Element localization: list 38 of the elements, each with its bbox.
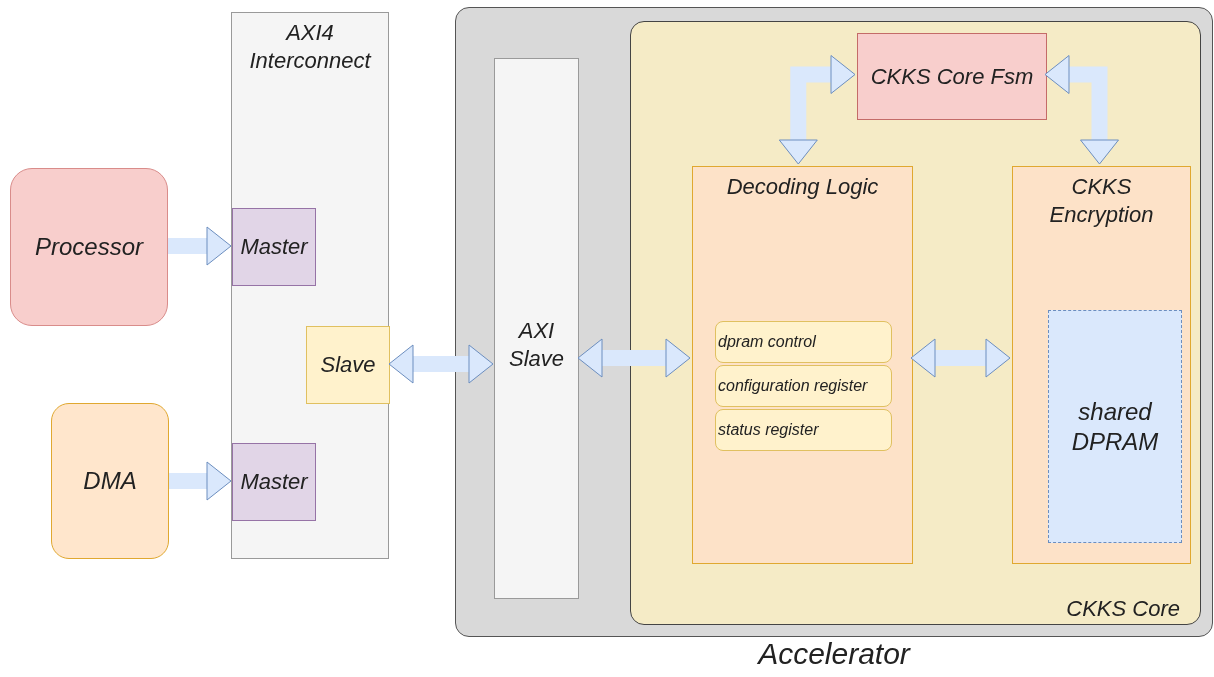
slave-port — [306, 326, 390, 404]
register-label: dpram control — [718, 332, 817, 352]
dpram-box — [1048, 310, 1182, 543]
box-label: CKKS Encryption — [1048, 173, 1155, 228]
interconnect-panel — [231, 12, 389, 559]
box-label: Master — [239, 468, 310, 496]
box-label: Slave — [319, 351, 377, 379]
register-box — [715, 321, 892, 363]
double-arrow — [577, 338, 691, 378]
register-label: status register — [718, 420, 820, 440]
double-arrow — [1044, 55, 1119, 165]
register-label: configuration register — [718, 376, 869, 396]
decoding-logic-panel — [692, 166, 913, 564]
double-arrow — [169, 461, 232, 501]
box-label: Accelerator — [756, 636, 912, 672]
register-box — [715, 365, 892, 407]
ckks-core-panel — [630, 21, 1201, 625]
box-label: DMA — [82, 466, 138, 496]
axi-slave-panel — [494, 58, 579, 599]
double-arrow — [168, 226, 232, 266]
fsm-box — [857, 33, 1047, 120]
double-arrow — [778, 55, 856, 165]
double-arrow — [910, 338, 1011, 378]
box-label: CKKS Core Fsm — [869, 62, 1035, 91]
encryption-panel — [1012, 166, 1191, 564]
master-port — [232, 208, 316, 286]
box-label: CKKS Core — [1066, 594, 1180, 622]
box-label: shared DPRAM — [1070, 396, 1160, 457]
box-label: Processor — [33, 232, 145, 262]
box-label: Decoding Logic — [725, 173, 880, 201]
double-arrow — [388, 344, 494, 384]
box-label: Master — [239, 233, 310, 261]
master-port — [232, 443, 316, 521]
register-box — [715, 409, 892, 451]
processor-box — [10, 168, 168, 326]
dma-box — [51, 403, 169, 559]
box-label: AXI Slave — [507, 317, 565, 372]
box-label: AXI4 Interconnect — [248, 19, 373, 74]
